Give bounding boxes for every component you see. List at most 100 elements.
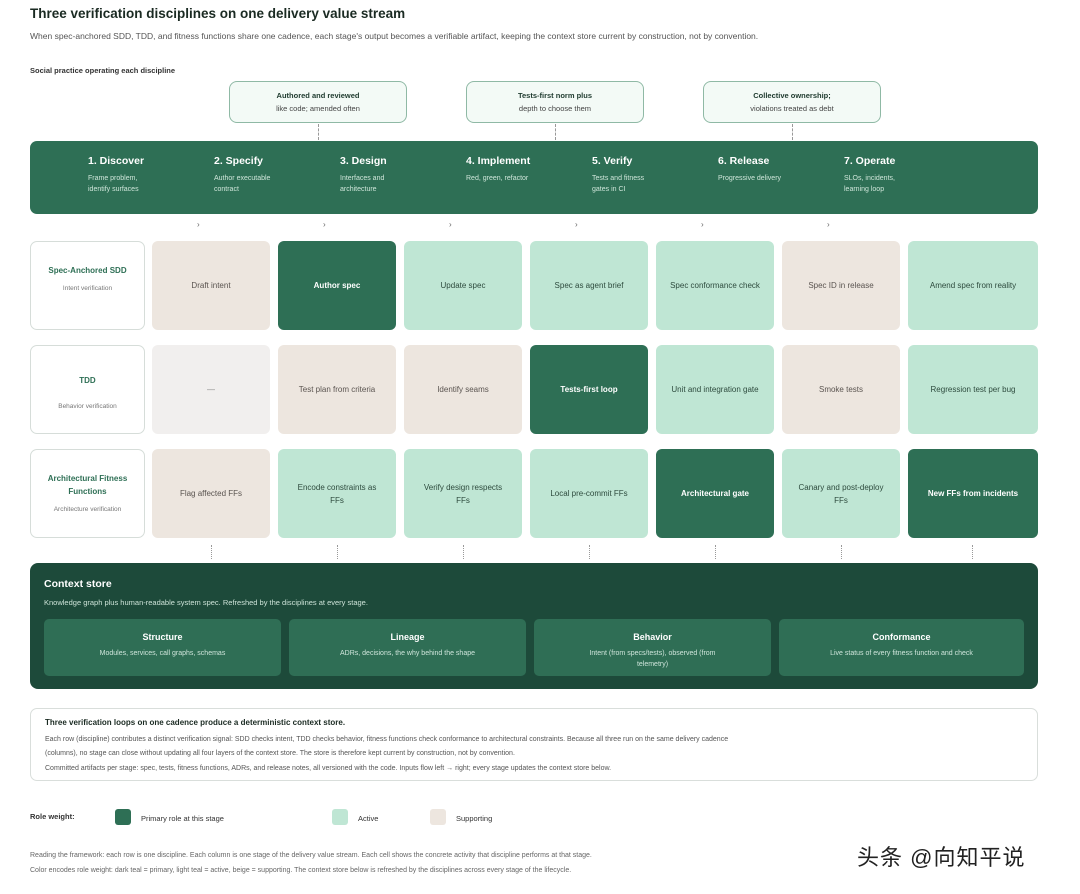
stage-name: 4. Implement — [466, 155, 531, 167]
stage-name: 1. Discover — [88, 155, 145, 167]
layer-structure: Structure Modules, services, call graphs… — [44, 619, 281, 676]
stage-name: 7. Operate — [844, 155, 896, 167]
practice-tdd: Tests-first norm plus depth to choose th… — [466, 81, 644, 123]
practice-line2: violations treated as debt — [750, 104, 834, 113]
connector-line — [589, 545, 590, 559]
legend-label-supporting: Supporting — [456, 814, 493, 823]
chevron-right-icon: › — [701, 220, 704, 229]
practice-line2: like code; amended often — [276, 104, 360, 113]
chevron-right-icon: › — [197, 220, 200, 229]
matrix-cell: Amend spec from reality — [908, 241, 1038, 330]
connector-line — [211, 545, 212, 559]
chevron-right-icon: › — [323, 220, 326, 229]
stage-name: 6. Release — [718, 155, 770, 167]
layer-behavior: Behavior Intent (from specs/tests), obse… — [534, 619, 771, 676]
legend-label-primary: Primary role at this stage — [141, 814, 224, 823]
stage-design: 3. Design Interfaces and architecture — [340, 155, 462, 195]
practice-sdd: Authored and reviewed like code; amended… — [229, 81, 407, 123]
layer-lineage: Lineage ADRs, decisions, the why behind … — [289, 619, 526, 676]
matrix-cell: Architectural gate — [656, 449, 774, 538]
summary-note: Three verification loops on one cadence … — [30, 708, 1038, 781]
connector-line — [318, 124, 319, 140]
context-store-title: Context store — [44, 578, 112, 590]
layer-conformance: Conformance Live status of every fitness… — [779, 619, 1024, 676]
matrix-cell: Encode constraints as FFs — [278, 449, 396, 538]
stage-name: 2. Specify — [214, 155, 264, 167]
matrix-cell: Regression test per bug — [908, 345, 1038, 434]
matrix-cell: Spec as agent brief — [530, 241, 648, 330]
matrix-cell: Identify seams — [404, 345, 522, 434]
connector-line — [555, 124, 556, 140]
matrix-cell: Test plan from criteria — [278, 345, 396, 434]
stage-desc: SLOs, incidents, learning loop — [844, 175, 895, 193]
matrix-cell: Draft intent — [152, 241, 270, 330]
matrix-cell: Spec ID in release — [782, 241, 900, 330]
connector-line — [841, 545, 842, 559]
row-label-ff: Architectural Fitness Functions Architec… — [30, 449, 145, 538]
stage-operate: 7. Operate SLOs, incidents, learning loo… — [844, 155, 966, 195]
stage-release: 6. Release Progressive delivery — [718, 155, 840, 184]
legend-swatch-primary — [115, 809, 131, 825]
note-title: Three verification loops on one cadence … — [45, 718, 346, 727]
matrix-cell: Local pre-commit FFs — [530, 449, 648, 538]
stage-discover: 1. Discover Frame problem, identify surf… — [88, 155, 210, 195]
row-name: TDD — [79, 376, 96, 385]
matrix-cell: Update spec — [404, 241, 522, 330]
chevron-right-icon: › — [575, 220, 578, 229]
matrix-cell: Smoke tests — [782, 345, 900, 434]
context-store-desc: Knowledge graph plus human-readable syst… — [44, 598, 368, 607]
matrix-cell: — — [152, 345, 270, 434]
stage-specify: 2. Specify Author executable contract — [214, 155, 336, 195]
layer-name: Behavior — [633, 632, 672, 642]
layer-name: Lineage — [390, 632, 425, 642]
layer-desc: ADRs, decisions, the why behind the shap… — [339, 650, 476, 657]
chevron-right-icon: › — [827, 220, 830, 229]
connector-line — [337, 545, 338, 559]
row-sub: Intent verification — [62, 285, 113, 292]
legend-swatch-active — [332, 809, 348, 825]
connector-line — [463, 545, 464, 559]
connector-line — [715, 545, 716, 559]
stage-desc: Tests and fitness gates in CI — [592, 175, 645, 193]
stage-desc: Interfaces and architecture — [340, 175, 385, 193]
legend-label: Role weight: — [30, 812, 75, 821]
matrix-cell: Verify design respects FFs — [404, 449, 522, 538]
matrix-cell: Unit and integration gate — [656, 345, 774, 434]
practice-line1: Tests-first norm plus — [517, 91, 593, 100]
stage-desc: Frame problem, identify surfaces — [88, 175, 139, 193]
matrix-cell: Canary and post-deploy FFs — [782, 449, 900, 538]
layer-desc: Intent (from specs/tests), observed (fro… — [589, 650, 716, 668]
matrix-cell: Spec conformance check — [656, 241, 774, 330]
stage-desc: Red, green, refactor — [466, 175, 529, 182]
legend-swatch-supporting — [430, 809, 446, 825]
layer-desc: Live status of every fitness function an… — [830, 650, 973, 657]
stage-name: 5. Verify — [592, 155, 633, 167]
row-label-tdd: TDD Behavior verification — [30, 345, 145, 434]
stage-name: 3. Design — [340, 155, 387, 167]
social-practice-label: Social practice operating each disciplin… — [30, 66, 176, 75]
row-label-sdd: Spec-Anchored SDD Intent verification — [30, 241, 145, 330]
watermark: 头条 @向知平说 — [857, 845, 1026, 870]
layer-desc: Modules, services, call graphs, schemas — [99, 650, 226, 657]
matrix-cell: Author spec — [278, 241, 396, 330]
practice-line1: Authored and reviewed — [276, 91, 360, 100]
note-committed: Committed artifacts per stage: spec, tes… — [45, 765, 612, 772]
stage-implement: 4. Implement Red, green, refactor — [466, 155, 588, 184]
stage-desc: Progressive delivery — [718, 175, 782, 182]
row-sub: Architecture verification — [53, 506, 122, 513]
practice-ff: Collective ownership; violations treated… — [703, 81, 881, 123]
matrix-cell: Flag affected FFs — [152, 449, 270, 538]
context-store: Context store Knowledge graph plus human… — [30, 563, 1038, 689]
practice-line1: Collective ownership; — [753, 91, 831, 100]
page-title: Three verification disciplines on one de… — [30, 6, 406, 21]
legend-label-active: Active — [358, 814, 379, 823]
page-subtitle: When spec-anchored SDD, TDD, and fitness… — [30, 31, 759, 41]
footer-line-2: Color encodes role weight: dark teal = p… — [30, 867, 572, 874]
layer-name: Conformance — [872, 632, 931, 642]
footer-line-1: Reading the framework: each row is one d… — [30, 852, 592, 859]
stages-band: 1. Discover Frame problem, identify surf… — [30, 141, 1038, 214]
row-name: Spec-Anchored SDD — [48, 266, 127, 275]
matrix-cell: New FFs from incidents — [908, 449, 1038, 538]
stage-desc: Author executable contract — [214, 175, 271, 193]
row-name: Architectural Fitness Functions — [47, 474, 128, 496]
